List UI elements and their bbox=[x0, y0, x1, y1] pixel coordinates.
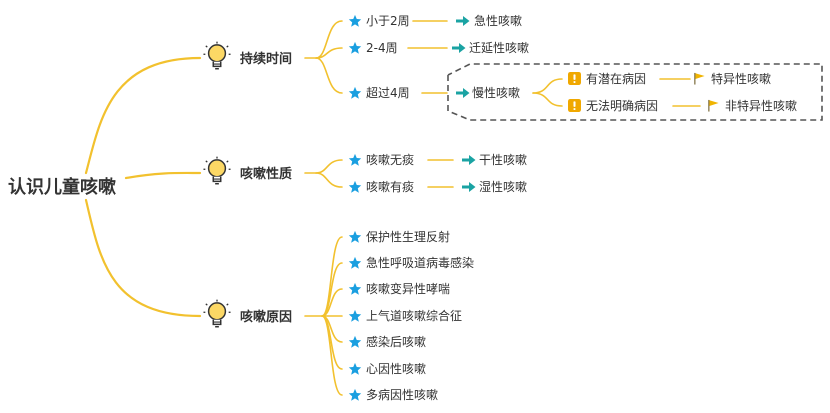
branch-duration: 持续时间 小于2周 急性咳嗽 2-4周 迁延性咳嗽 超过4周 慢性咳嗽 有潜在病… bbox=[203, 13, 797, 113]
lightbulb-icon bbox=[203, 41, 231, 70]
item-result: 湿性咳嗽 bbox=[479, 179, 527, 194]
item-label: 保护性生理反射 bbox=[366, 229, 450, 244]
flag-icon bbox=[708, 99, 720, 112]
arrow-right-icon bbox=[452, 43, 466, 53]
item-label: 急性呼吸道病毒感染 bbox=[366, 255, 474, 270]
sub-result: 特异性咳嗽 bbox=[711, 71, 771, 86]
star-icon bbox=[348, 41, 362, 54]
sub-label: 无法明确病因 bbox=[586, 98, 658, 113]
star-icon bbox=[348, 309, 362, 322]
item-result: 急性咳嗽 bbox=[474, 13, 522, 28]
star-icon bbox=[348, 388, 362, 401]
star-icon bbox=[348, 256, 362, 269]
item-label: 上气道咳嗽综合征 bbox=[366, 308, 462, 323]
branch-title: 咳嗽原因 bbox=[240, 309, 292, 325]
sub-result: 非特异性咳嗽 bbox=[725, 98, 797, 113]
lightbulb-icon bbox=[203, 156, 231, 185]
arrow-right-icon bbox=[462, 155, 476, 165]
root-topic: 认识儿童咳嗽 bbox=[8, 176, 116, 198]
warning-icon bbox=[568, 99, 581, 112]
connector-lines bbox=[84, 20, 701, 396]
flag-icon bbox=[694, 72, 706, 85]
star-icon bbox=[348, 362, 362, 375]
item-label: 心因性咳嗽 bbox=[366, 362, 426, 376]
sub-label: 有潜在病因 bbox=[586, 71, 646, 86]
star-icon bbox=[348, 14, 362, 27]
lightbulb-icon bbox=[203, 299, 231, 328]
item-label: 咳嗽无痰 bbox=[366, 152, 414, 167]
branch-title: 咳嗽性质 bbox=[240, 166, 292, 182]
star-icon bbox=[348, 282, 362, 295]
branch-causes: 咳嗽原因 保护性生理反射 急性呼吸道病毒感染 咳嗽变异性哮喘 上气道咳嗽综合征 … bbox=[203, 229, 474, 402]
item-label: 小于2周 bbox=[366, 14, 410, 28]
arrow-right-icon bbox=[456, 16, 470, 26]
star-icon bbox=[348, 230, 362, 243]
item-result: 迁延性咳嗽 bbox=[469, 41, 529, 55]
star-icon bbox=[348, 335, 362, 348]
item-label: 感染后咳嗽 bbox=[366, 334, 426, 349]
item-result: 干性咳嗽 bbox=[479, 153, 527, 167]
star-icon bbox=[348, 86, 362, 99]
item-label: 2-4周 bbox=[366, 41, 398, 55]
star-icon bbox=[348, 180, 362, 193]
item-label: 超过4周 bbox=[366, 85, 410, 100]
arrow-right-icon bbox=[456, 88, 470, 98]
dashed-group-outline bbox=[447, 63, 823, 121]
warning-icon bbox=[568, 72, 581, 85]
branch-nature: 咳嗽性质 咳嗽无痰 干性咳嗽 咳嗽有痰 湿性咳嗽 bbox=[203, 152, 527, 194]
item-label: 咳嗽变异性哮喘 bbox=[366, 281, 450, 296]
item-result: 慢性咳嗽 bbox=[472, 86, 520, 100]
item-label: 咳嗽有痰 bbox=[366, 179, 414, 194]
arrow-right-icon bbox=[462, 182, 476, 192]
star-icon bbox=[348, 153, 362, 166]
branch-title: 持续时间 bbox=[240, 51, 292, 67]
item-label: 多病因性咳嗽 bbox=[366, 387, 438, 402]
